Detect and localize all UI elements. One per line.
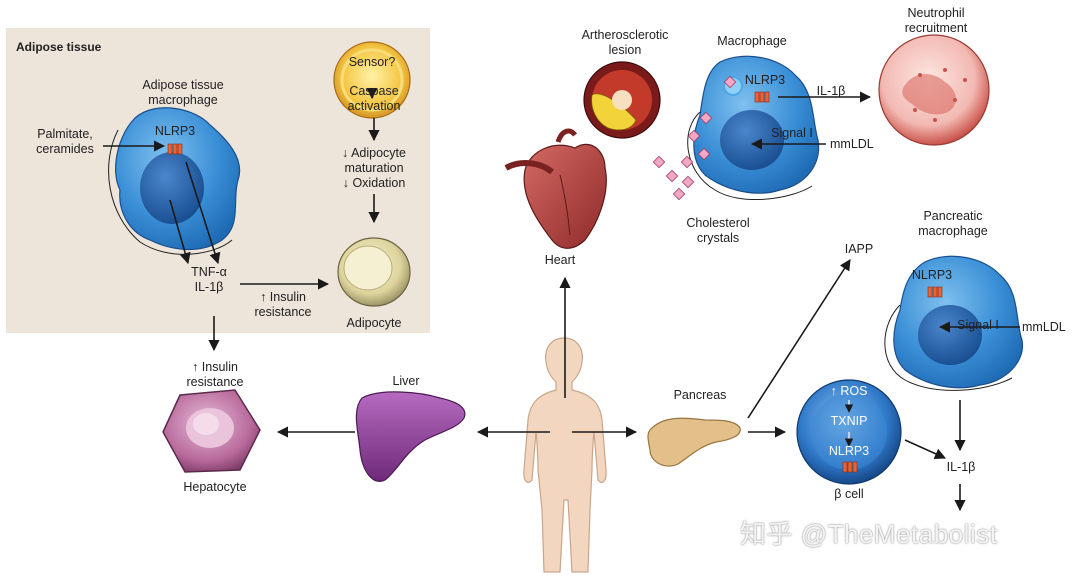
watermark: 知乎 @TheMetabolist: [740, 519, 998, 549]
caspase-label: Caspase activation: [347, 84, 401, 113]
pancreas-icon: [647, 417, 741, 467]
mmldl-macro-label: mmLDL: [830, 137, 874, 151]
adipocyte-label: Adipocyte: [346, 316, 402, 330]
il1b-macro-label: IL-1β: [816, 84, 846, 98]
heart-icon: [504, 128, 607, 249]
signal1-macro-label: Signal I: [771, 126, 813, 140]
il1b-beta-label: IL-1β: [946, 460, 976, 474]
human-body-icon: [523, 337, 607, 573]
sensor-icon: [333, 41, 411, 119]
pancreatic-macro-label: Pancreatic macrophage: [918, 209, 988, 238]
cholesterol-label: Cholesterol crystals: [686, 216, 750, 245]
sensor-label: Sensor?: [348, 55, 396, 69]
panel-title: Adipose tissue: [16, 40, 102, 54]
pancreatic-macrophage-icon: [884, 255, 1024, 391]
tnf-il1b-label: TNF-α IL-1β: [191, 265, 227, 294]
signal1-panc-label: Signal I: [957, 318, 999, 332]
heart-label: Heart: [544, 253, 576, 267]
nlrp3-beta-label: NLRP3: [828, 444, 870, 458]
insulin-resistance-liver-label: ↑ Insulin resistance: [186, 360, 244, 389]
liver-label: Liver: [392, 374, 420, 388]
insulin-resistance-adipose-label: ↑ Insulin resistance: [254, 290, 312, 319]
palmitate-label: Palmitate, ceramides: [36, 127, 94, 156]
nlrp3-adipose-label: NLRP3: [154, 124, 196, 138]
ros-label: ↑ ROS: [830, 384, 868, 398]
neutrophil-icon: [878, 34, 990, 146]
adipose-macrophage-icon: [108, 107, 241, 255]
neutrophil-label: Neutrophil recruitment: [904, 6, 968, 35]
cholesterol-crystal-icon: [652, 75, 737, 201]
nlrp3-panc-label: NLRP3: [911, 268, 953, 282]
hepatocyte-label: Hepatocyte: [183, 480, 247, 494]
lesion-icon: [583, 61, 661, 139]
hepatocyte-icon: [162, 389, 261, 473]
arrows: [103, 87, 1020, 512]
txnip-label: TXNIP: [830, 414, 868, 428]
iapp-label: IAPP: [844, 242, 874, 256]
macrophage-label: Macrophage: [717, 34, 787, 48]
nlrp3-macro-label: NLRP3: [744, 73, 786, 87]
adipocyte-icon: [337, 237, 411, 307]
beta-cell-label: β cell: [834, 487, 864, 501]
adipose-macrophage-label: Adipose tissue macrophage: [142, 78, 224, 107]
pancreas-label: Pancreas: [673, 388, 727, 402]
lesion-label: Artherosclerotic lesion: [581, 28, 669, 57]
adipocyte-effects-label: ↓ Adipocyte maturation ↓ Oxidation: [342, 146, 406, 190]
mmldl-panc-label: mmLDL: [1022, 320, 1066, 334]
liver-icon: [355, 391, 466, 482]
